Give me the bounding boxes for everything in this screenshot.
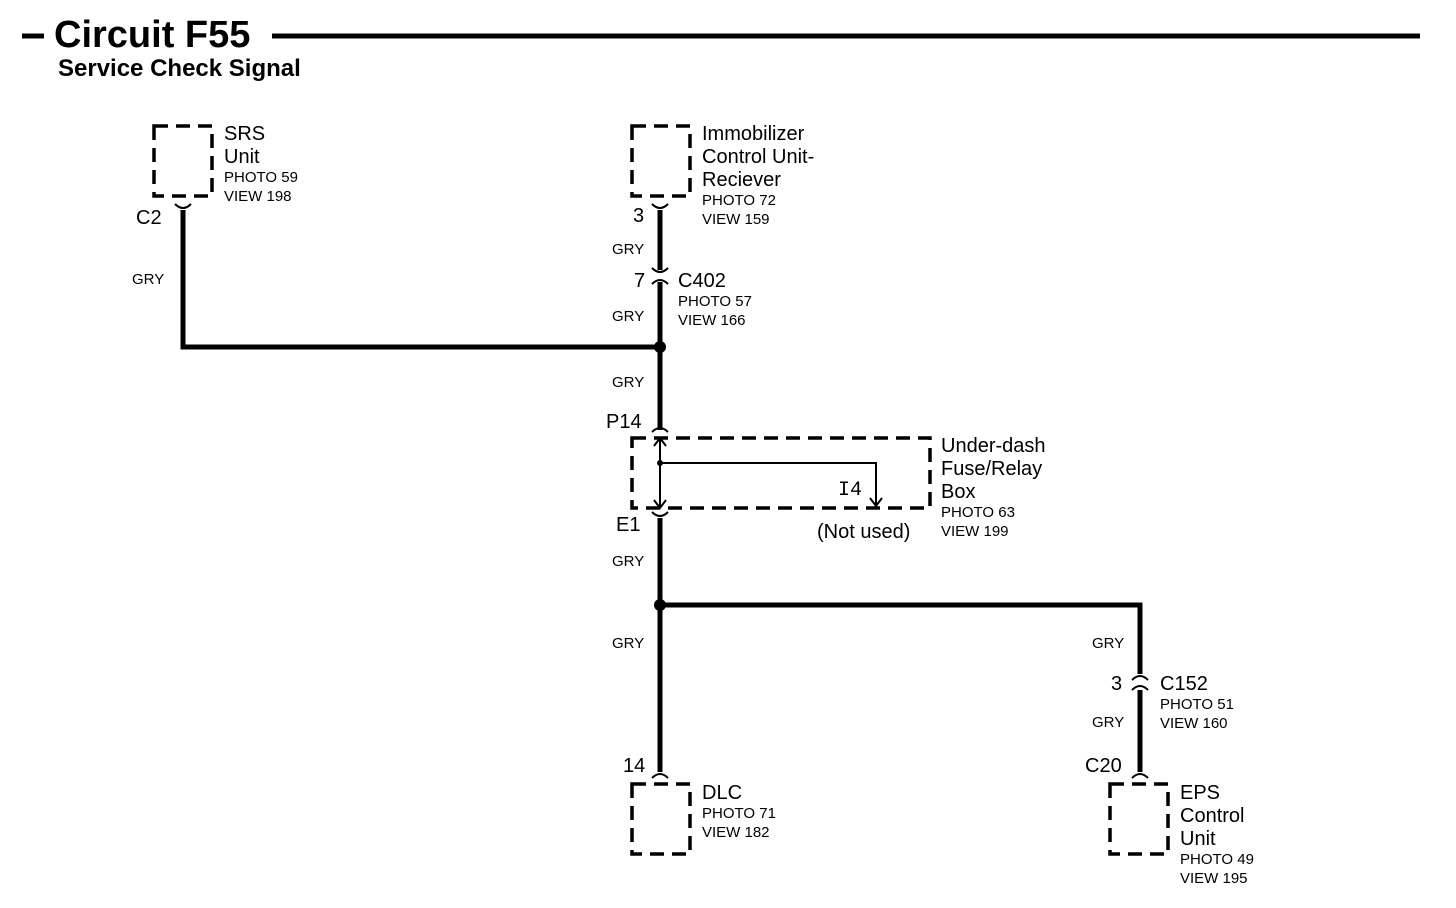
immobilizer-photo: PHOTO 72 <box>702 192 776 209</box>
eps-connector-label: C20 <box>1085 755 1122 777</box>
dlc-connector-symbol <box>651 773 669 779</box>
c402-pin: 7 <box>634 270 645 292</box>
immobilizer-name-2: Control Unit- <box>702 146 814 168</box>
eps-branch-wire-color: GRY <box>1092 635 1124 652</box>
c402-view: VIEW 166 <box>678 312 746 329</box>
c402-symbol-upper <box>651 267 669 273</box>
fusebox-name-1: Under-dash <box>941 435 1046 457</box>
dlc-view: VIEW 182 <box>702 824 770 841</box>
dlc-box <box>630 782 692 856</box>
immobilizer-wire-color: GRY <box>612 241 644 258</box>
dlc-pin: 14 <box>623 755 645 777</box>
eps-branch-wire <box>660 602 1143 674</box>
fusebox-not-used-note: (Not used) <box>817 521 910 543</box>
fusebox-connector-bottom: E1 <box>616 514 640 536</box>
dlc-wire-color: GRY <box>612 635 644 652</box>
srs-wire-color: GRY <box>132 271 164 288</box>
c152-photo: PHOTO 51 <box>1160 696 1234 713</box>
circuit-title: Circuit F55 <box>54 14 250 56</box>
c152-symbol-upper <box>1131 675 1149 681</box>
c152-view: VIEW 160 <box>1160 715 1228 732</box>
eps-connector-symbol <box>1131 773 1149 779</box>
c402-name: C402 <box>678 270 726 292</box>
eps-name-2: Control <box>1180 805 1244 827</box>
immobilizer-name-3: Reciever <box>702 169 781 191</box>
c402-wire-color: GRY <box>612 308 644 325</box>
eps-box <box>1108 782 1170 856</box>
fusebox-view: VIEW 199 <box>941 523 1009 540</box>
fusebox-name-3: Box <box>941 481 975 503</box>
splice-upper <box>654 341 666 353</box>
fusebox-arrow-top <box>653 436 667 447</box>
fusebox-bottom-symbol <box>651 511 669 517</box>
fusebox-arrow-bottom <box>653 499 667 510</box>
c402-photo: PHOTO 57 <box>678 293 752 310</box>
fusebox-branch-arrow <box>869 497 883 508</box>
eps-view: VIEW 195 <box>1180 870 1248 887</box>
immobilizer-box <box>630 124 692 198</box>
fusebox-name-2: Fuse/Relay <box>941 458 1042 480</box>
dlc-photo: PHOTO 71 <box>702 805 776 822</box>
srs-connector-symbol <box>174 203 192 209</box>
fusebox-box <box>630 436 932 510</box>
c402-symbol-lower <box>651 279 669 285</box>
c152-symbol-lower <box>1131 685 1149 691</box>
eps-photo: PHOTO 49 <box>1180 851 1254 868</box>
srs-unit-photo: PHOTO 59 <box>224 169 298 186</box>
immobilizer-view: VIEW 159 <box>702 211 770 228</box>
srs-wire <box>180 210 660 350</box>
fusebox-photo: PHOTO 63 <box>941 504 1015 521</box>
fusebox-internal-label: I4 <box>838 479 862 502</box>
srs-connector-label: C2 <box>136 207 162 229</box>
c152-wire-color: GRY <box>1092 714 1124 731</box>
srs-unit-view: VIEW 198 <box>224 188 292 205</box>
fusebox-top-symbol <box>651 427 669 433</box>
fusebox-connector-top: P14 <box>606 411 642 433</box>
immobilizer-pin: 3 <box>633 205 644 227</box>
c152-name: C152 <box>1160 673 1208 695</box>
eps-name-1: EPS <box>1180 782 1220 804</box>
immobilizer-name-1: Immobilizer <box>702 123 805 145</box>
splice-wire-color: GRY <box>612 374 644 391</box>
circuit-subtitle: Service Check Signal <box>58 55 301 82</box>
srs-unit-name-1: SRS <box>224 123 265 145</box>
immobilizer-connector-symbol <box>651 203 669 209</box>
srs-unit-box <box>152 124 214 198</box>
eps-name-3: Unit <box>1180 828 1216 850</box>
srs-unit-name-2: Unit <box>224 146 260 168</box>
c152-pin: 3 <box>1111 673 1122 695</box>
dlc-name: DLC <box>702 782 742 804</box>
fusebox-branch <box>660 462 877 506</box>
e1-wire-color: GRY <box>612 553 644 570</box>
